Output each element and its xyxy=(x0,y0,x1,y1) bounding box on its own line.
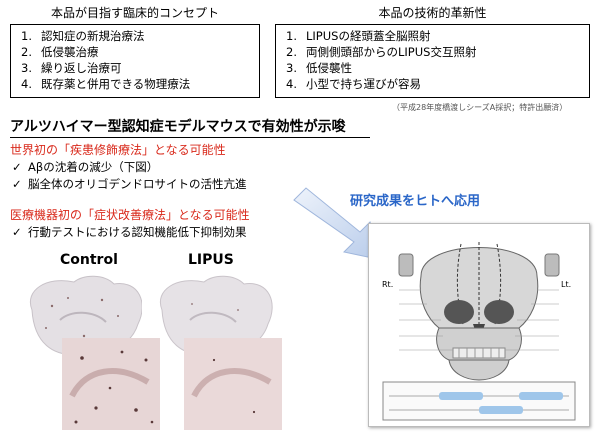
right-panel-title: 本品の技術的革新性 xyxy=(378,6,487,20)
section1-title: 世界初の「疾患修飾療法」となる可能性 xyxy=(10,143,226,157)
list-item: 2.両側側頭部からのLIPUS交互照射 xyxy=(286,45,477,59)
skull-diagram: Rt. Lt. xyxy=(368,223,590,427)
list-item: 1.LIPUSの経頭蓋全脳照射 xyxy=(286,29,431,43)
left-concept-list: 1.認知症の新規治療法 2.低侵襲治療 3.繰り返し治療可 4.既存薬と併用でき… xyxy=(21,28,259,92)
right-side-label: Rt. xyxy=(382,280,394,289)
right-innovation-box: 1.LIPUSの経頭蓋全脳照射 2.両側側頭部からのLIPUS交互照射 3.低侵… xyxy=(275,24,590,98)
check-icon: ✓ xyxy=(12,177,22,191)
page-headline: アルツハイマー型認知症モデルマウスで有効性が示唆 xyxy=(10,119,346,135)
list-item: 3.繰り返し治療可 xyxy=(21,61,122,75)
list-item: 2.低侵襲治療 xyxy=(21,45,99,59)
grant-note: （平成28年度橋渡しシーズA採択；特許出願済） xyxy=(392,103,568,112)
section1-check-2: ✓脳全体のオリゴデンドロサイトの活性亢進 xyxy=(12,177,247,191)
control-hippocampus-image xyxy=(62,338,160,430)
list-item: 4.小型で持ち運びが容易 xyxy=(286,77,421,91)
check-icon: ✓ xyxy=(12,225,22,239)
headline-underline xyxy=(10,137,370,138)
apply-to-human-label: 研究成果をヒトへ応用 xyxy=(350,194,481,209)
lipus-label: LIPUS xyxy=(188,252,234,268)
lipus-hippocampus-image xyxy=(184,338,282,430)
control-label: Control xyxy=(60,252,118,268)
check-icon: ✓ xyxy=(12,160,22,174)
list-item: 1.認知症の新規治療法 xyxy=(21,29,145,43)
skull-illustration xyxy=(382,242,576,421)
control-brain-section-image xyxy=(12,270,152,365)
left-side-label: Lt. xyxy=(561,280,572,289)
left-panel-title: 本品が目指す臨床的コンセプト xyxy=(50,6,219,20)
list-item: 3.低侵襲性 xyxy=(286,61,352,75)
right-innovation-list: 1.LIPUSの経頭蓋全脳照射 2.両側側頭部からのLIPUS交互照射 3.低侵… xyxy=(286,28,589,92)
section1-check-1: ✓Aβの沈着の減少（下図） xyxy=(12,160,159,174)
section2-check-1: ✓行動テストにおける認知機能低下抑制効果 xyxy=(12,225,247,239)
left-concept-box: 1.認知症の新規治療法 2.低侵襲治療 3.繰り返し治療可 4.既存薬と併用でき… xyxy=(10,24,260,98)
list-item: 4.既存薬と併用できる物理療法 xyxy=(21,77,191,91)
section2-title: 医療機器初の「症状改善療法」となる可能性 xyxy=(10,208,250,222)
